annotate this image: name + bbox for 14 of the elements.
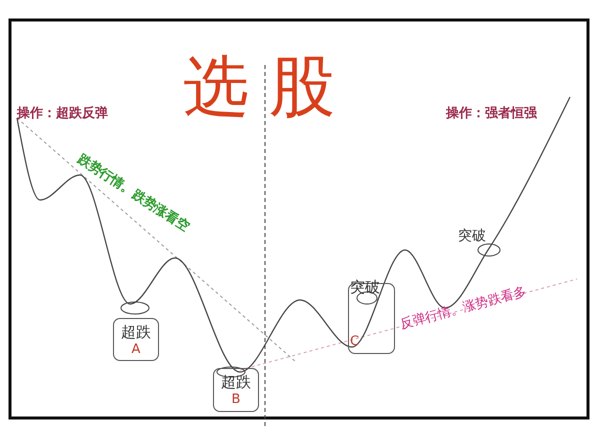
marker-text: 突破 <box>350 278 381 297</box>
marker-text: 超跌 <box>120 323 152 342</box>
trend-note: 反弹行情。涨势跌看多 <box>398 283 528 334</box>
title: 选股 <box>183 52 355 122</box>
point-letter: C <box>350 334 360 349</box>
breakout-label: 突破 <box>458 227 486 245</box>
operation-note: 操作：超跌反弹 <box>17 104 108 122</box>
marker-text: 超跌 <box>220 373 252 392</box>
trend-note: 跌势行情。跌势涨看空 <box>74 150 193 236</box>
operation-note: 操作：强者恒强 <box>446 105 537 122</box>
point-letter: B <box>230 392 242 407</box>
marker-box <box>113 318 159 361</box>
point-letter: A <box>130 342 142 357</box>
marker-box <box>213 368 259 412</box>
